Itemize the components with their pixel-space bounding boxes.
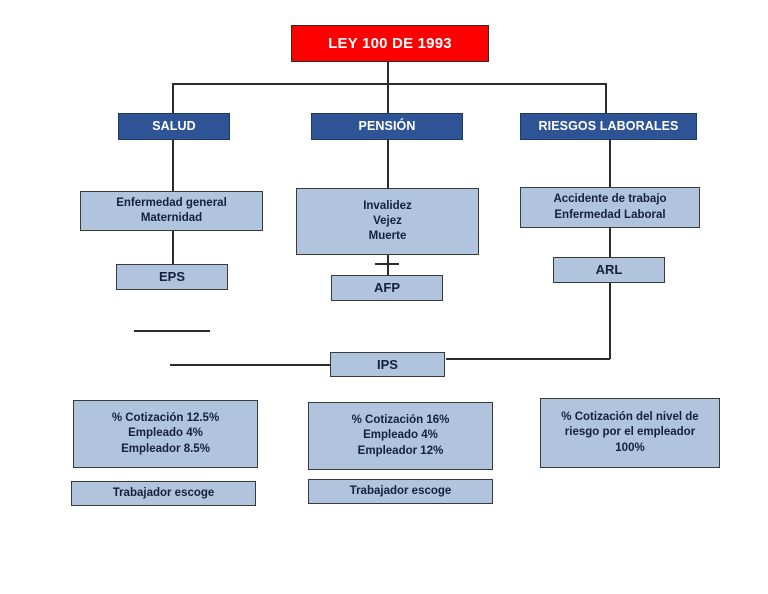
coverage-label-salud: Enfermedad general Maternidad (116, 196, 227, 224)
contribution-label-pension: % Cotización 16% Empleado 4% Empleador 1… (351, 414, 450, 457)
branch-box-riesgos[interactable]: RIESGOS LABORALES (520, 113, 697, 140)
connector-salud-coverage (172, 140, 174, 191)
branch-box-salud[interactable]: SALUD (118, 113, 230, 140)
connector-stray-left (134, 330, 210, 332)
choice-label-salud: Trabajador escoge (112, 486, 215, 499)
entity-box-arl[interactable]: ARL (553, 257, 665, 283)
choice-box-salud[interactable]: Trabajador escoge (71, 481, 256, 506)
connector-bus (172, 83, 606, 85)
contribution-label-salud: % Cotización 12.5% Empleado 4% Empleador… (111, 412, 220, 455)
branch-box-pension[interactable]: PENSIÓN (311, 113, 463, 140)
contribution-box-riesgos[interactable]: % Cotización del nivel de riesgo por el … (540, 398, 720, 468)
connector-coverage-arl (609, 228, 611, 257)
connector-arl-down (609, 283, 611, 359)
title-box-label: LEY 100 DE 1993 (328, 34, 452, 52)
connector-coverage-afp (387, 255, 389, 275)
connector-riesgos-coverage (609, 140, 611, 187)
entity-label-arl: ARL (595, 262, 623, 278)
branch-label-salud: SALUD (152, 119, 196, 134)
connector-stray-center (375, 263, 399, 265)
connector-left-to-ips (170, 364, 330, 366)
entity-label-afp: AFP (374, 280, 400, 296)
connector-coverage-eps (172, 231, 174, 264)
coverage-box-riesgos[interactable]: Accidente de trabajo Enfermedad Laboral (520, 187, 700, 228)
entity-box-afp[interactable]: AFP (331, 275, 443, 301)
connector-arl-to-ips (446, 358, 610, 360)
branch-label-pension: PENSIÓN (358, 119, 416, 134)
connector-bus-drop-salud (172, 83, 174, 114)
choice-label-pension: Trabajador escoge (349, 484, 452, 497)
connector-bus-drop-riesgos (605, 83, 607, 114)
coverage-label-pension: Invalidez Vejez Muerte (363, 199, 412, 243)
contribution-box-salud[interactable]: % Cotización 12.5% Empleado 4% Empleador… (73, 400, 258, 468)
connector-bus-drop-pension (387, 83, 389, 114)
connector-title-trunk (387, 62, 389, 84)
coverage-box-salud[interactable]: Enfermedad general Maternidad (80, 191, 263, 231)
entity-label-eps: EPS (158, 269, 185, 285)
contribution-label-riesgos: % Cotización del nivel de riesgo por el … (561, 411, 699, 454)
title-box[interactable]: LEY 100 DE 1993 (291, 25, 489, 62)
entity-box-eps[interactable]: EPS (116, 264, 228, 290)
coverage-label-riesgos: Accidente de trabajo Enfermedad Laboral (553, 193, 667, 221)
provider-label-ips: IPS (377, 356, 398, 372)
choice-box-pension[interactable]: Trabajador escoge (308, 479, 493, 504)
connector-pension-coverage (387, 140, 389, 188)
coverage-box-pension[interactable]: Invalidez Vejez Muerte (296, 188, 479, 255)
branch-label-riesgos: RIESGOS LABORALES (538, 119, 679, 134)
provider-box-ips[interactable]: IPS (330, 352, 445, 377)
contribution-box-pension[interactable]: % Cotización 16% Empleado 4% Empleador 1… (308, 402, 493, 470)
